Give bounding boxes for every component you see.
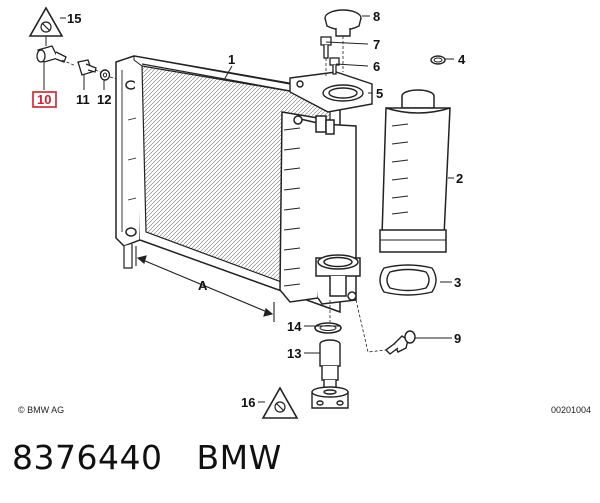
- callout-14: 14: [287, 319, 302, 334]
- callout-2: 2: [456, 171, 463, 186]
- part-9-temperature-sensor: [384, 330, 416, 355]
- brand-name: BMW: [196, 438, 282, 477]
- callout-15: 15: [67, 11, 81, 26]
- part-caption: 8376440 BMW: [12, 438, 282, 477]
- part-7-screw: [320, 36, 332, 59]
- part-13-drain-plug: [319, 339, 341, 381]
- part-14-o-ring: [314, 322, 342, 334]
- part-2-expansion-tank: [379, 89, 451, 253]
- part-10-bleeder-screw: [36, 45, 67, 63]
- part-4-o-ring: [430, 55, 446, 65]
- callout-10: 10: [37, 92, 51, 107]
- part-number: 8376440: [12, 438, 163, 477]
- callout-1: 1: [228, 52, 235, 67]
- callout-10-highlight: [32, 91, 57, 108]
- callout-13: 13: [287, 346, 301, 361]
- dimension-a-label: A: [198, 278, 208, 293]
- part-8-cap: [324, 9, 362, 37]
- part-11-screw: [77, 59, 97, 76]
- part-3-gasket: [379, 264, 437, 296]
- warning-triangle-icon: [28, 6, 64, 37]
- callout-7: 7: [373, 37, 380, 52]
- warning-triangle-icon-2: [261, 386, 299, 419]
- dimension-a: [135, 246, 275, 322]
- leader-lines: [43, 15, 454, 403]
- callout-11: 11: [76, 92, 90, 107]
- callout-6: 6: [373, 59, 380, 74]
- callout-16: 16: [241, 395, 255, 410]
- callout-5: 5: [376, 86, 383, 101]
- callout-12: 12: [97, 92, 111, 107]
- part-12-washer: [99, 69, 111, 81]
- callout-4: 4: [458, 52, 466, 67]
- part-6-bolt: [329, 57, 340, 75]
- part-16-special-tool: [311, 380, 349, 409]
- callout-9: 9: [454, 331, 461, 346]
- drawing-number: 00201004: [551, 405, 591, 415]
- copyright-text: © BMW AG: [18, 405, 64, 415]
- callout-8: 8: [373, 9, 380, 24]
- part-1-radiator-right-tank: [279, 111, 361, 305]
- callout-3: 3: [454, 275, 461, 290]
- part-5-bracket: [289, 71, 373, 113]
